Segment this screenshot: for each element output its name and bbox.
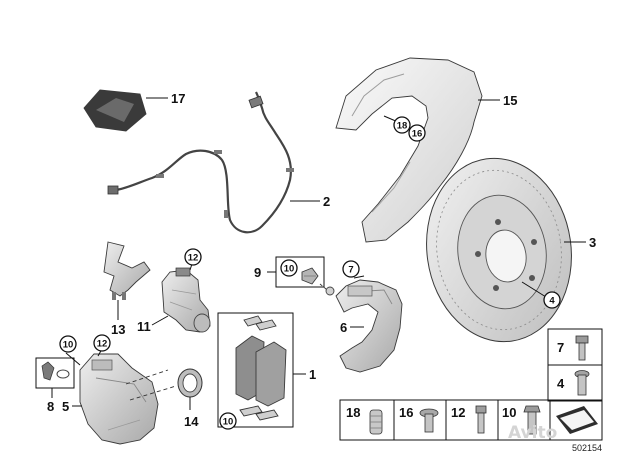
part-12-screw [475,405,487,434]
part-2-wear-sensor-cable [107,91,294,234]
callout-ring [59,335,77,353]
callout-ring [408,124,426,142]
part-7-bolt [575,335,589,361]
leader-line [521,281,547,298]
callout-ring [543,291,561,309]
leader-line [353,275,365,279]
part-1-pad-set-box [217,312,294,428]
callout-1: 1 [309,367,316,382]
callout-8: 8 [47,399,54,414]
callout-12: 12 [188,253,199,264]
callout-16: 16 [399,405,413,420]
callout-15: 15 [503,93,517,108]
leader-line [319,283,333,295]
callout-14: 14 [184,414,199,429]
callout-11: 11 [137,319,151,334]
callout-6: 6 [340,320,347,335]
callout-ring [342,260,360,278]
callout-3: 3 [589,235,596,250]
callout-ring [280,259,298,277]
callout-18: 18 [346,405,360,420]
figure-number: 502154 [572,443,602,453]
part-8-kit-items [41,361,70,381]
callout-12: 12 [97,339,108,350]
callout-16: 16 [412,129,423,140]
part-1-brake-pads [235,315,287,421]
leader-line [125,369,169,385]
callout-9: 9 [254,265,261,280]
part-8-kit-box [35,357,75,389]
part-14-seal-ring [177,368,203,398]
callout-ring [184,248,202,266]
callout-18: 18 [397,121,408,132]
callout-5: 5 [62,399,69,414]
callout-ring [219,412,237,430]
part-6-caliper-carrier [335,279,403,373]
callout-17: 17 [171,91,185,106]
callout-7: 7 [348,265,353,276]
callout-10: 10 [63,340,74,351]
part-5-caliper [79,353,159,445]
callout-7: 7 [557,340,564,355]
callout-4: 4 [557,376,565,391]
part-15-brake-shield [335,57,483,243]
part-4-bolt [574,370,590,396]
callout-4: 4 [549,296,555,307]
callout-ring [393,116,411,134]
callout-2: 2 [323,194,330,209]
part-3-brake-disc [426,157,572,343]
part-10-bolt [523,405,541,435]
part-17-cloth-bag [83,89,147,132]
part-4-bolt-box [547,364,603,402]
watermark: Avito [508,423,557,443]
hardware-kit-icon [556,406,598,434]
callout-ring [93,334,111,352]
part-9-guide-boot [301,267,319,285]
part-9-guide-sleeve [325,286,335,296]
leader-line [129,385,177,401]
callout-10: 10 [223,417,234,428]
callout-12: 12 [451,405,465,420]
part-13-bracket [103,241,151,300]
part-18-cap [369,409,383,435]
callout-13: 13 [111,322,125,337]
leader-line [151,315,169,326]
leader-line [65,352,81,366]
part-11-actuator-motor [161,267,211,333]
callout-10: 10 [284,264,295,275]
hardware-kit-box [549,399,603,441]
part-16-screw [419,408,439,433]
callout-10: 10 [502,405,516,420]
